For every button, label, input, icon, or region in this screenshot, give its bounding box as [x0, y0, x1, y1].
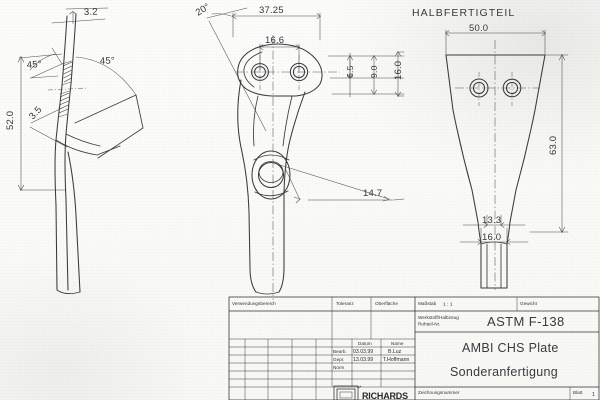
- dim-left-thickness-top: 3.2: [84, 7, 98, 18]
- dim-mid-offset-b: 9.0: [369, 65, 379, 78]
- tb-usage-label: Verwendungsbereich: [232, 301, 276, 306]
- table-row: Bearb. 03.03.99 B.Luz: [333, 349, 402, 355]
- tb-surface-label: Oberfläche: [375, 301, 398, 306]
- title-block: Verwendungsbereich Toleranz Oberfläche M…: [228, 296, 600, 400]
- tb-material-label-1: Werkstoff/Halbzeug: [418, 315, 459, 320]
- dim-left-angle-outer: 45°: [100, 55, 115, 67]
- tb-row-role: Gepr.: [333, 357, 345, 362]
- tb-material-value: ASTM F-138: [487, 314, 565, 329]
- tb-scale-label: Maßstab: [418, 301, 437, 306]
- dim-mid-offset-a: 6.5: [345, 65, 355, 78]
- table-row: Gepr. 13.03.99 T.Hoffmann: [333, 357, 410, 363]
- dim-right-width-top: 50.0: [469, 23, 488, 34]
- tb-row-role: Norm: [333, 365, 345, 370]
- tb-drawing-number-label: Zeichnungsnummer: [418, 390, 460, 395]
- tb-material-label-2: Rohteil-Nr.: [418, 322, 440, 327]
- tb-sheet-value: 1: [592, 392, 595, 398]
- dim-mid-width: 16.0: [393, 61, 404, 80]
- section-hatch-upper: [62, 61, 73, 83]
- section-hatch-lower: [58, 92, 70, 114]
- dim-right-width-inner-bottom: 13.3: [482, 215, 501, 226]
- tb-row-name: T.Hoffmann: [383, 357, 410, 363]
- middle-finished-plate-view: 20° 37.25 16.6 6.5 9.0 16.0 14.7: [194, 1, 405, 300]
- tb-row-date: 03.03.99: [353, 349, 373, 355]
- tb-row-role: Bearb.: [333, 349, 347, 354]
- tb-row-name: B.Luz: [388, 349, 402, 355]
- tb-row-date: 13.03.99: [353, 357, 373, 363]
- company-logo-text: RICHARDS: [362, 391, 408, 400]
- tb-tolerance-label: Toleranz: [336, 301, 354, 306]
- company-logo: RICHARDS: [333, 385, 408, 400]
- tb-scale-value: 1 : 1: [443, 301, 453, 307]
- dim-left-thickness-lower: 3.5: [27, 104, 44, 122]
- left-side-profile-view: 3.2 45° 45° 52.0 3.5: [5, 7, 144, 295]
- dim-left-height: 52.0: [5, 111, 16, 130]
- tb-name-label: Name: [391, 341, 404, 346]
- tb-part-title-line2: Sonderanfertigung: [450, 365, 558, 379]
- right-blank-view: HALBFERTIGTEIL: [412, 7, 569, 290]
- table-row: Norm: [333, 365, 345, 370]
- dim-right-height: 63.0: [548, 136, 559, 155]
- dim-mid-hole-spacing: 16.6: [265, 35, 284, 46]
- dim-mid-overall-length: 37.25: [259, 5, 284, 16]
- tb-sheet-label: Blatt: [573, 390, 583, 395]
- dim-left-angle-inner: 45°: [26, 59, 42, 71]
- tb-part-title-line1: AMBI CHS Plate: [462, 341, 559, 355]
- dim-mid-hole-note: 14.7: [363, 188, 382, 199]
- dim-right-width-bottom: 16.0: [482, 232, 501, 243]
- view-title-halbfertigteil: HALBFERTIGTEIL: [412, 7, 515, 19]
- tb-weight-label: Gewicht: [520, 301, 538, 306]
- dim-mid-angle: 20°: [194, 1, 213, 18]
- tb-date-label: Datum: [358, 341, 372, 346]
